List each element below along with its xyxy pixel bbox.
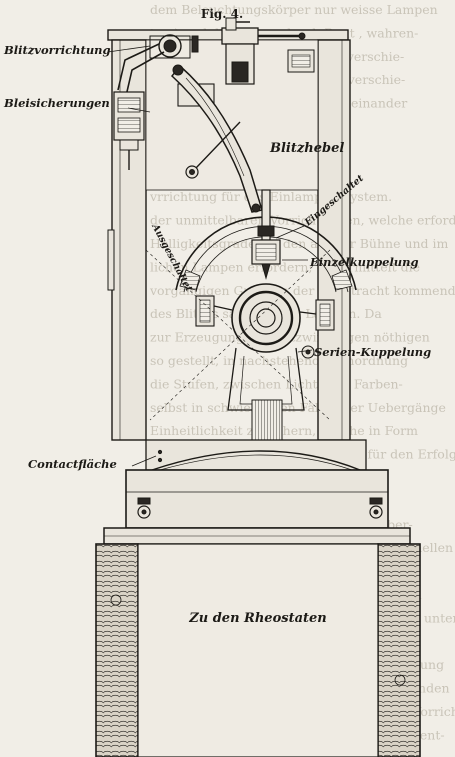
figure-title: Fig. 4. [201,7,243,21]
background-text-line: selbst in schwierigsten Fällen der Ueber… [150,400,446,415]
label-einzelkuppelung: Einzelkuppelung [309,255,419,269]
label-zu-den-rheostaten: Zu den Rheostaten [188,611,326,626]
label-blitzhebel: Blitzhebel [269,141,344,156]
label-serien-kuppelung: Serien-Kuppelung [314,345,431,359]
background-text-line: vorgängigen Gruppen der in Betracht komm… [149,283,455,298]
background-text-line: Einheitlichkeit zu sichern, welche in Fo… [150,423,418,438]
contact-base [103,439,411,545]
label-contactflaeche: Contactfläche [28,457,117,471]
background-text-line: Helligkeitsgrade bei den auf der Bühne u… [150,236,449,251]
wooden-beams [95,543,421,757]
background-text-line: lichen Lampen erfordern; er vermittelt d… [150,259,420,274]
lead-fuses [113,91,145,170]
leader-lines [107,45,313,467]
background-text-line: der unmittelbaren Vorrichtungen, welche … [150,213,455,228]
background-text-line: die Stufen, zwischen Licht- und Farben- [150,376,403,391]
blitz-device [117,34,199,97]
central-mechanism [145,189,357,441]
label-blitzvorrichtung: Blitzvorrichtung [3,43,111,57]
base-bolts [137,497,383,519]
label-bleisicherungen: Bleisicherungen [3,96,110,110]
blitz-lever [170,64,263,213]
background-text-line: dem Beleuchtungskörper nur weisse Lampen [150,2,438,17]
